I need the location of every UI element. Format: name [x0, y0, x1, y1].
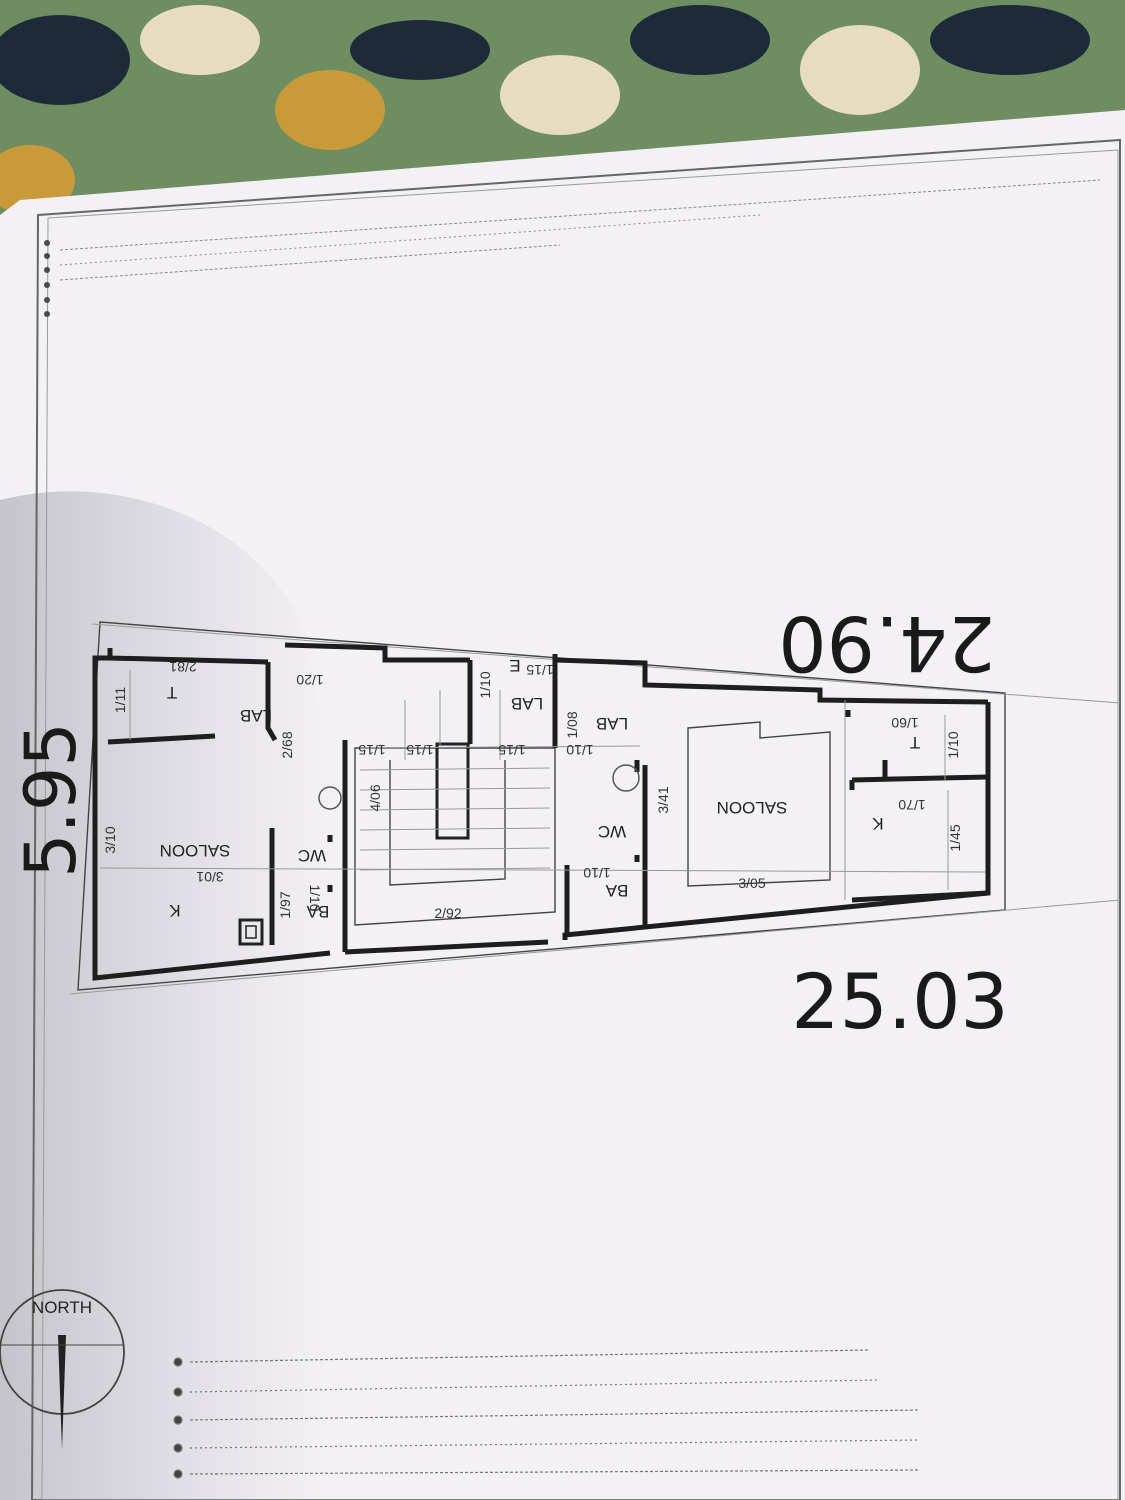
room-label-bath-right: BA: [605, 881, 628, 900]
measure-label: 1/10: [945, 731, 961, 758]
measure-label: 3/41: [655, 786, 671, 813]
compass-label: NORTH: [32, 1298, 92, 1317]
sheet-border: [30, 138, 1121, 1500]
room-label-wc-left: WC: [298, 846, 326, 865]
dimension-side: 5.95: [10, 722, 92, 878]
measure-label: 1/70: [898, 797, 925, 813]
floor-plan: SALOON SALOON K K T T WC WC BA BA LAB LA…: [69, 621, 1121, 995]
room-label-entrance: E: [509, 656, 520, 675]
measure-label: 1/10: [583, 865, 610, 881]
measure-label: 1/10: [477, 671, 493, 698]
carpet-pattern: [0, 5, 1125, 1500]
dimension-bottom: 25.03: [791, 957, 1009, 1046]
measure-label: 2/92: [434, 905, 461, 921]
measure-label: 2/68: [279, 731, 295, 758]
measure-label: 3/10: [102, 826, 118, 853]
measure-label: 2/81: [169, 659, 196, 675]
measure-label: 1/11: [112, 687, 128, 713]
measure-label: 1/15: [526, 662, 553, 678]
measure-label: 1/15: [406, 742, 433, 758]
measure-label: 1/10: [566, 742, 593, 758]
photo-shadow: [0, 491, 330, 1500]
room-label-kitchen-left: K: [169, 901, 181, 920]
room-label-lab-left: LAB: [240, 706, 272, 725]
room-label-bath-left: BA: [306, 902, 329, 921]
room-label-lab-right: LAB: [596, 714, 628, 733]
room-label-terrace-left: T: [167, 683, 177, 702]
notes-header: [59, 179, 1101, 281]
measure-label: 1/97: [277, 891, 293, 918]
room-label-saloon-right: SALOON: [717, 798, 788, 817]
measure-label: 1/20: [296, 672, 323, 688]
measure-label: 1/60: [891, 715, 918, 731]
measure-label: 1/08: [564, 711, 580, 738]
measure-label: 1/10: [307, 884, 323, 911]
measure-label: 4/06: [367, 784, 383, 811]
binder-holes: [44, 240, 50, 317]
room-label-lab-mid: LAB: [511, 694, 543, 713]
room-label-saloon-left: SALOON: [160, 841, 231, 860]
measure-label: 3/01: [196, 869, 223, 885]
room-label-terrace-right: T: [910, 733, 920, 752]
measure-label: 1/15: [498, 742, 525, 758]
dimension-top: 24.90: [778, 599, 996, 688]
notes-footer: [173, 1349, 921, 1479]
measure-label: 1/45: [947, 824, 963, 851]
measure-label: 1/15: [358, 742, 385, 758]
measure-label: 3/05: [738, 875, 765, 891]
room-label-wc-right: WC: [598, 822, 626, 841]
north-compass: NORTH: [0, 1289, 125, 1450]
room-label-kitchen-right: K: [872, 814, 884, 833]
